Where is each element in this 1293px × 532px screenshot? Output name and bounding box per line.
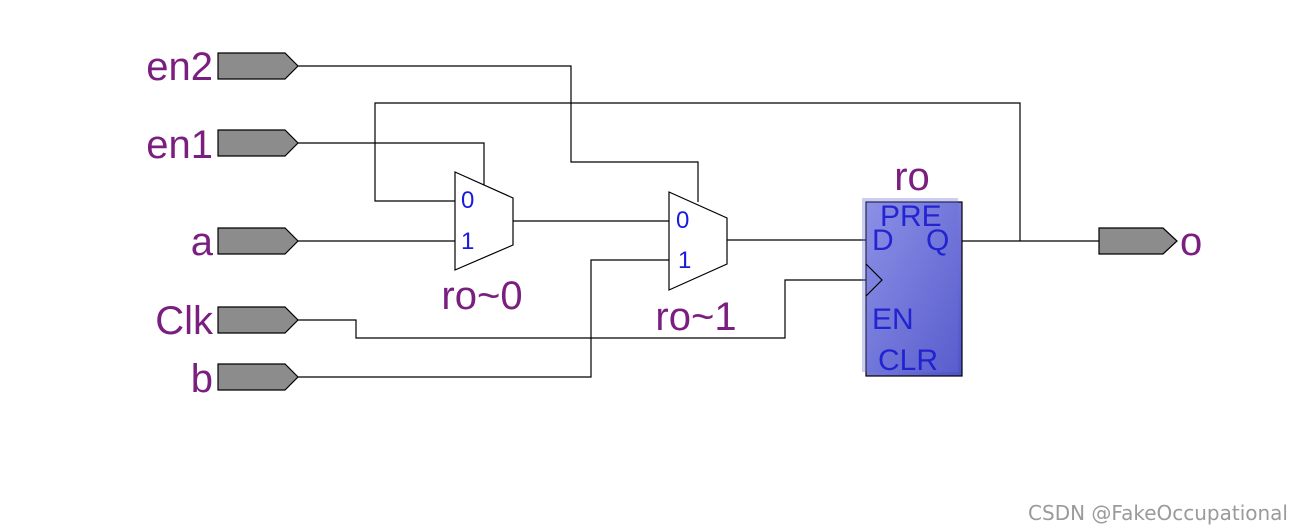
- mux0-pin-0: 0: [461, 187, 474, 214]
- mux0-pin-1: 1: [461, 228, 474, 255]
- mux1-pin-1: 1: [678, 247, 691, 274]
- wire-en2: [298, 65, 699, 202]
- port-label-o: o: [1180, 220, 1202, 264]
- wire-b: [298, 259, 669, 378]
- port-label-clk: Clk: [155, 299, 214, 343]
- input-port-b[interactable]: b: [191, 357, 299, 401]
- register-ro[interactable]: ro PRE D Q EN CLR: [862, 155, 963, 377]
- mux-ro-1[interactable]: 0 1 ro~1: [655, 191, 737, 339]
- output-port-o[interactable]: o: [1098, 220, 1202, 264]
- mux0-label: ro~0: [441, 274, 522, 318]
- register-pin-ena: EN: [872, 303, 914, 336]
- register-pin-q: Q: [926, 224, 949, 257]
- port-label-b: b: [191, 357, 213, 401]
- wire-en1: [298, 142, 485, 185]
- port-label-a: a: [191, 220, 214, 264]
- input-port-a[interactable]: a: [191, 220, 299, 264]
- wire-feedback: [374, 102, 1021, 241]
- register-pin-pre: PRE: [880, 200, 942, 233]
- port-label-en1: en1: [146, 123, 213, 167]
- register-pin-clr: CLR: [878, 344, 938, 377]
- port-label-en2: en2: [146, 45, 213, 89]
- wire-clk: [298, 279, 866, 339]
- mux1-label: ro~1: [655, 295, 736, 339]
- input-port-clk[interactable]: Clk: [155, 299, 299, 343]
- register-label: ro: [894, 155, 930, 199]
- input-port-en1[interactable]: en1: [146, 123, 299, 167]
- wires: [298, 65, 1099, 378]
- mux-ro-0[interactable]: 0 1 ro~0: [441, 171, 523, 318]
- register-pin-d: D: [872, 224, 894, 257]
- watermark: CSDN @FakeOccupational: [1028, 501, 1288, 525]
- mux1-pin-0: 0: [676, 207, 689, 234]
- input-port-en2[interactable]: en2: [146, 45, 299, 89]
